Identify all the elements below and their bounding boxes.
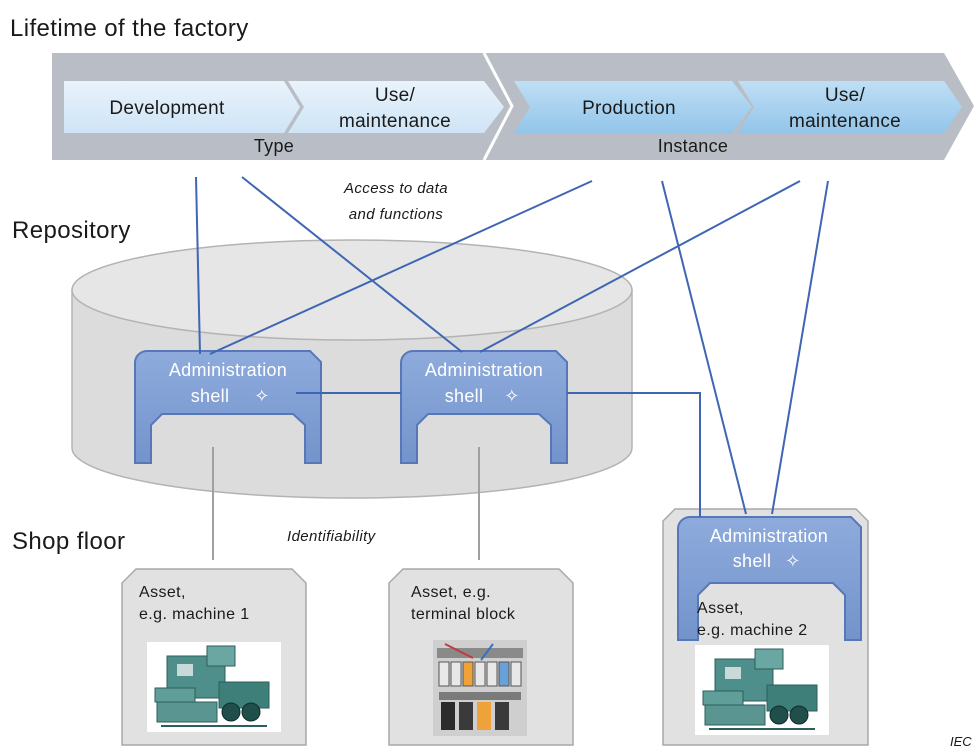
asset-3-label-2: e.g. machine 2 bbox=[697, 622, 808, 639]
asset-1-label-1: Asset, bbox=[139, 584, 186, 601]
instance-band-label: Instance bbox=[658, 136, 728, 156]
phase-instance-use-label-1: Use/ bbox=[825, 85, 866, 106]
shell-2-sparkle-icon: ✧ bbox=[504, 386, 519, 406]
repository-heading: Repository bbox=[12, 217, 131, 244]
administration-shell-1: Administration shell ✧ bbox=[134, 350, 322, 464]
phase-development-label: Development bbox=[109, 98, 225, 119]
shell-3-sparkle-icon: ✧ bbox=[785, 551, 800, 571]
shop-floor-heading: Shop floor bbox=[12, 528, 125, 555]
asset-1-label-2: e.g. machine 1 bbox=[139, 606, 250, 623]
asset-3-label-1: Asset, bbox=[697, 600, 744, 617]
phase-production-label: Production bbox=[582, 98, 676, 119]
administration-shell-3: Administration shell ✧ bbox=[677, 516, 862, 641]
packaging-machine-icon bbox=[147, 642, 281, 732]
shell-2-label-2: shell bbox=[445, 386, 484, 406]
lifetime-heading: Lifetime of the factory bbox=[10, 15, 249, 42]
phase-development bbox=[64, 81, 300, 133]
shell-1-label-2: shell bbox=[191, 386, 230, 406]
access-connectors bbox=[195, 176, 829, 517]
credit-label: IEC bbox=[950, 734, 972, 749]
shell-3-label-2: shell bbox=[733, 551, 772, 571]
phase-instance-use-label-2: maintenance bbox=[789, 111, 901, 132]
shell-1-sparkle-icon: ✧ bbox=[254, 386, 269, 406]
identifiability-note: Identifiability bbox=[287, 528, 377, 545]
asset-box-terminal-block: Asset, e.g. terminal block bbox=[388, 568, 574, 746]
administration-shell-2: Administration shell ✧ bbox=[400, 350, 568, 464]
asset-2-label-2: terminal block bbox=[411, 606, 516, 623]
phase-type-use-label-2: maintenance bbox=[339, 111, 451, 132]
terminal-block-icon bbox=[433, 640, 527, 736]
lifecycle-bar: Development Use/ maintenance Production … bbox=[52, 52, 974, 161]
asset-2-label-1: Asset, e.g. bbox=[411, 584, 491, 601]
phase-type-use-label-1: Use/ bbox=[375, 85, 416, 106]
phase-type-use-maintenance bbox=[288, 81, 504, 133]
type-band-label: Type bbox=[254, 136, 294, 156]
shell-3-label-1: Administration bbox=[710, 526, 828, 546]
access-note-line-1: Access to data bbox=[343, 180, 448, 197]
packaging-machine-icon bbox=[695, 645, 829, 735]
phase-instance-use-maintenance bbox=[738, 81, 962, 133]
access-note-line-2: and functions bbox=[349, 206, 444, 223]
phase-production bbox=[514, 81, 752, 133]
asset-box-machine-1: Asset, e.g. machine 1 bbox=[121, 568, 307, 746]
shell-1-label-1: Administration bbox=[169, 360, 287, 380]
shell-2-label-1: Administration bbox=[425, 360, 543, 380]
